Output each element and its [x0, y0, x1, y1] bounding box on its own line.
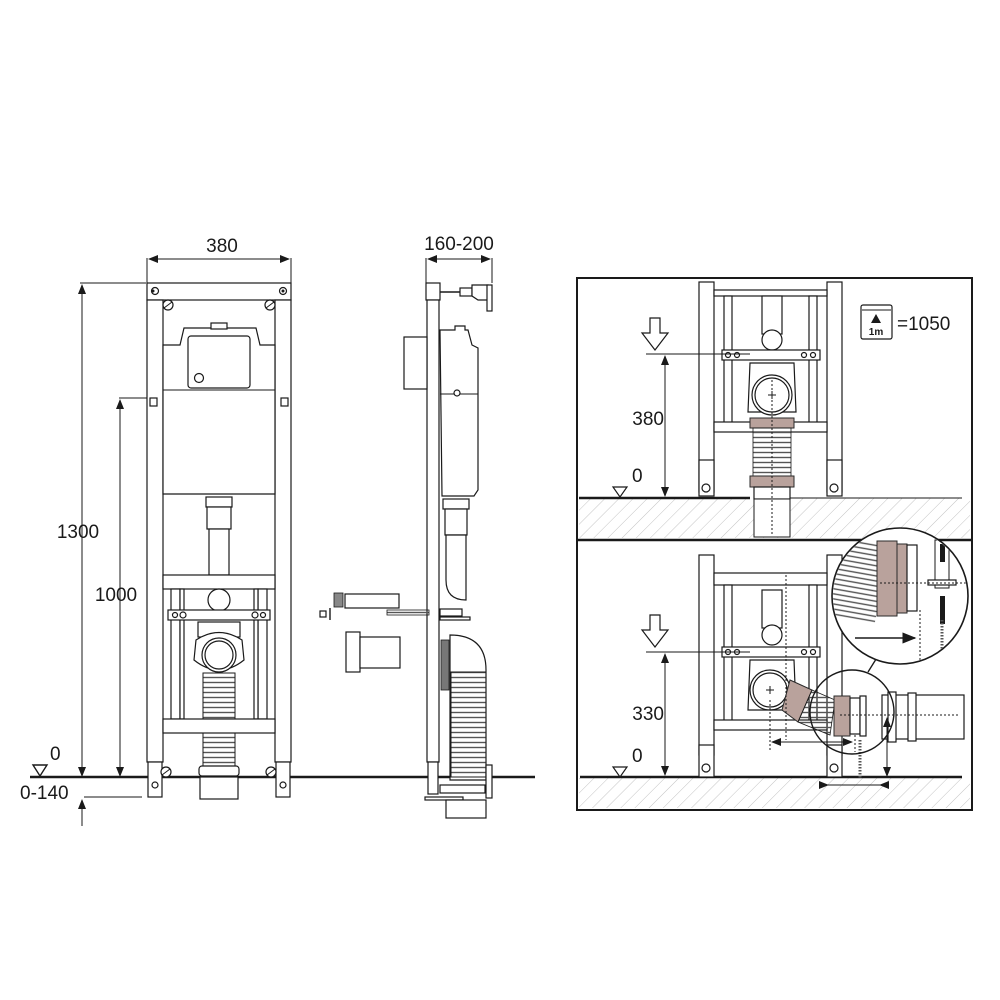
adjust-range-label: 0-140 — [20, 783, 69, 804]
bottom-floor-level-label: 0 — [632, 746, 643, 767]
bottom-height-label: 330 — [632, 704, 664, 725]
front-view — [30, 255, 535, 826]
total-height-label: 1300 — [57, 522, 99, 543]
top-height-label: 380 — [632, 409, 664, 430]
top-floor-level-label: 0 — [632, 466, 643, 487]
mounting-height-label: 1000 — [95, 585, 137, 606]
detail-bottom — [579, 527, 970, 808]
reference-value-label: =1050 — [897, 314, 950, 335]
floor-level-label: 0 — [50, 744, 61, 765]
reference-box-label: 1m — [869, 327, 884, 338]
detail-panel: 1m =1050 380 0 — [576, 277, 973, 811]
width-dimension-label: 380 — [206, 236, 238, 257]
depth-dimension-label: 160-200 — [424, 234, 494, 255]
side-view — [319, 255, 493, 819]
detail-top — [579, 281, 970, 538]
